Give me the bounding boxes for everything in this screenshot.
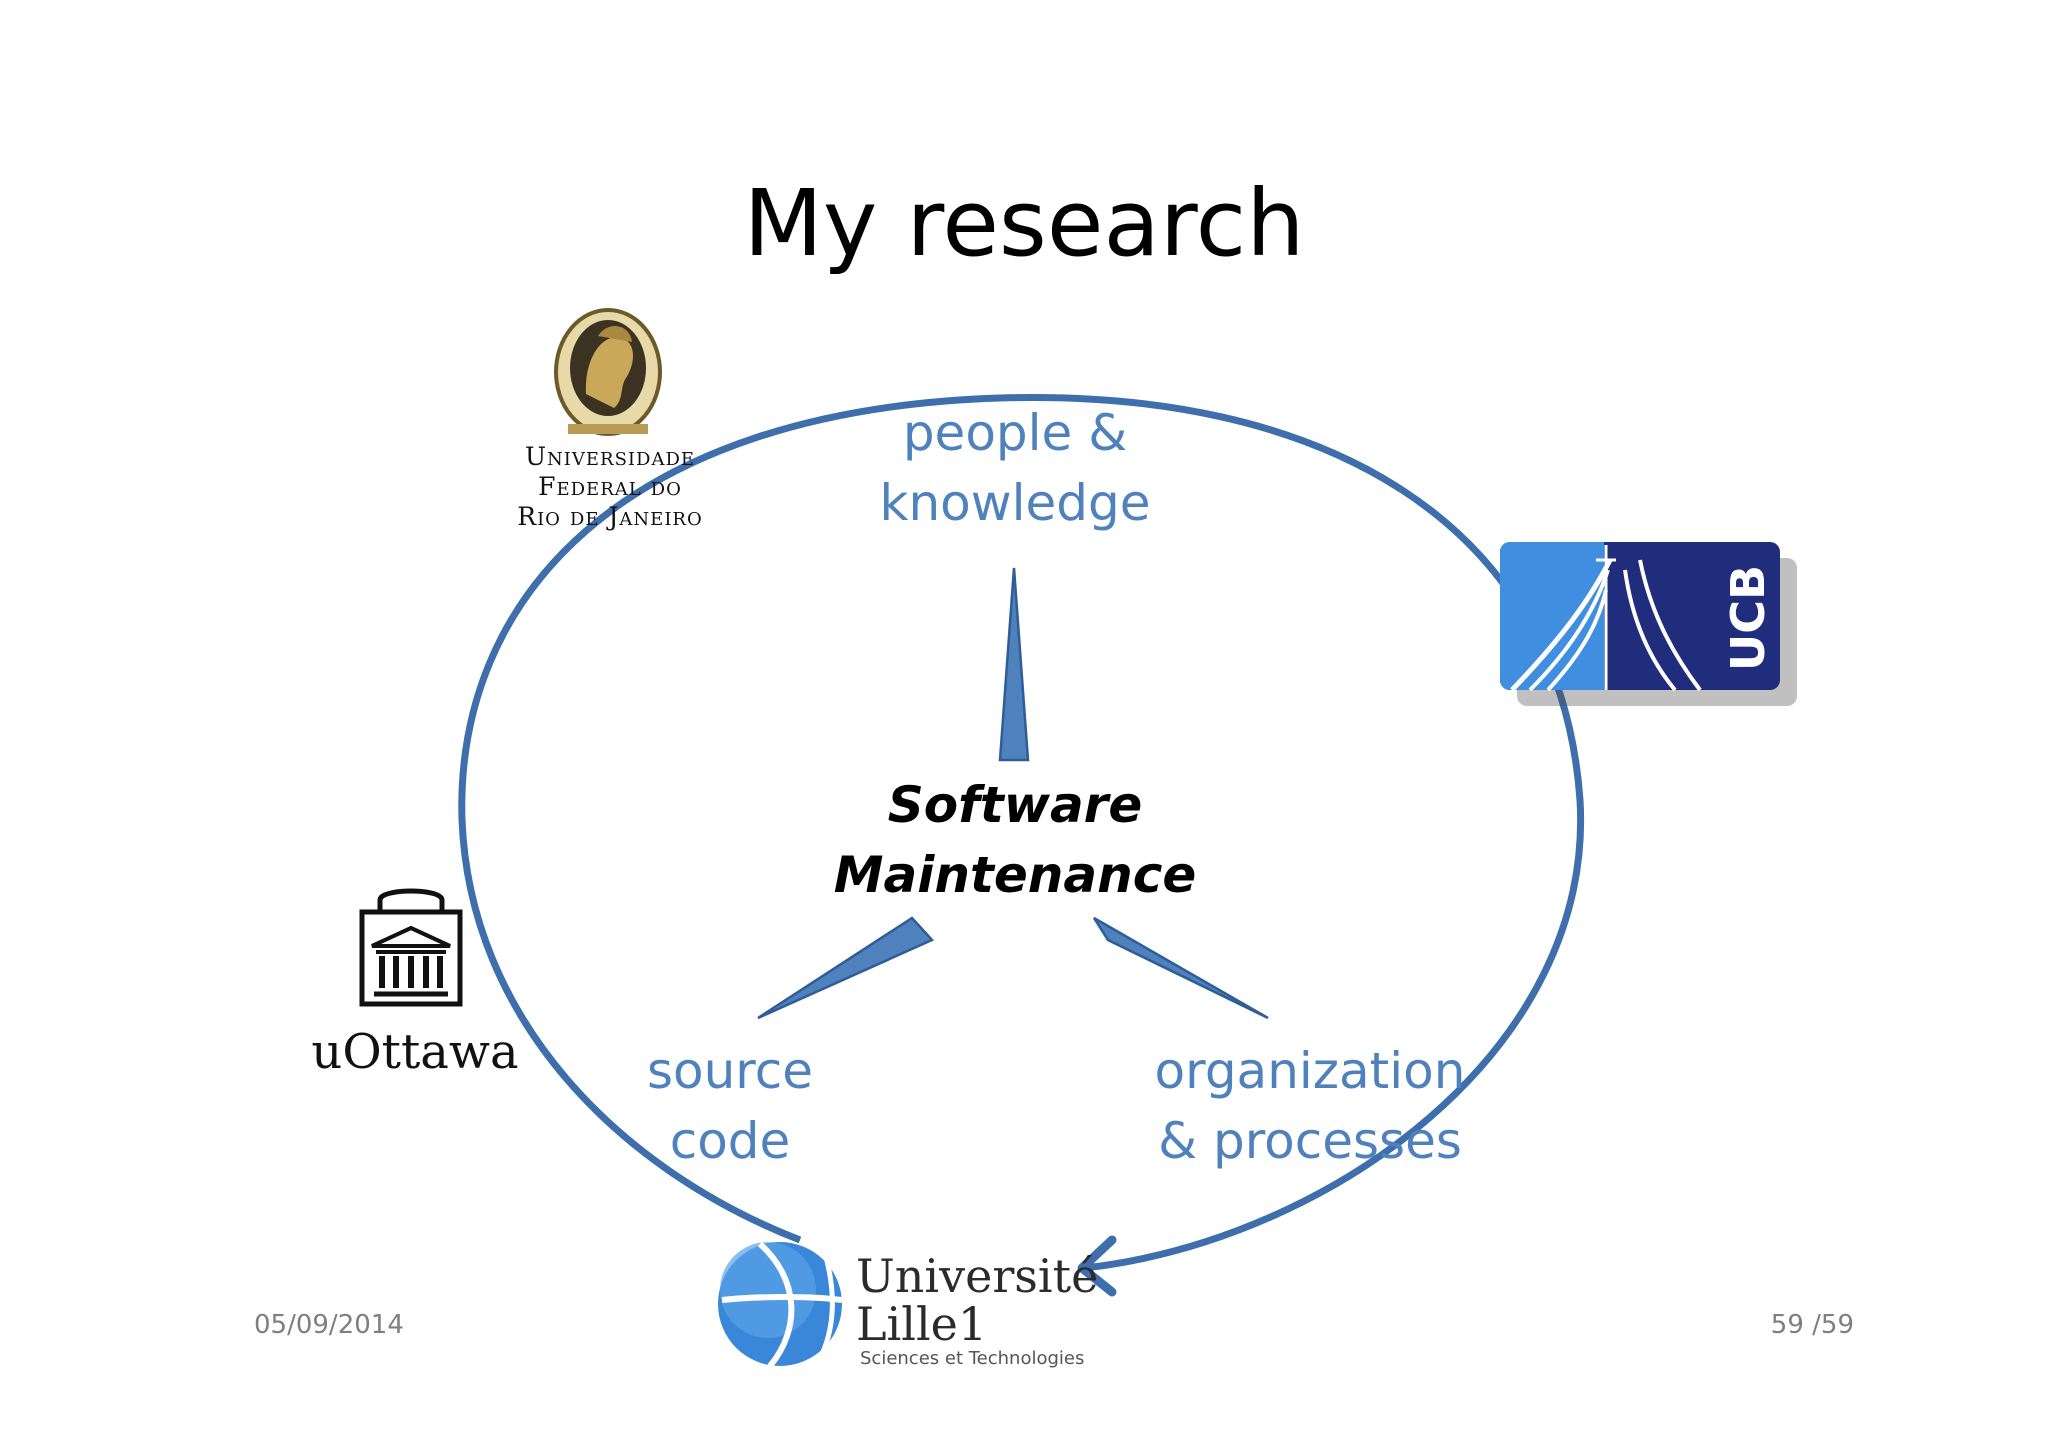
footer-date: 05/09/2014	[254, 1310, 404, 1340]
node-source-code: source code	[600, 1036, 860, 1176]
center-label-line1: Software	[887, 776, 1143, 834]
uottawa-logo-text: uOttawa	[311, 1024, 519, 1080]
ufrj-logo-line2: Federal do	[538, 472, 682, 501]
node-source-code-line1: source	[646, 1042, 814, 1100]
lille-globe-icon	[718, 1241, 843, 1368]
lille-logo-line1: Université	[856, 1249, 1099, 1303]
node-people-knowledge: people & knowledge	[850, 398, 1180, 538]
ufrj-logo-line1: Universidade	[524, 442, 696, 471]
ufrj-emblem	[554, 308, 662, 436]
spike-left	[757, 916, 935, 1020]
ucb-logo-text: UCB	[1721, 564, 1775, 672]
lille-logo: Université Lille1 Sciences et Technologi…	[856, 1252, 1106, 1370]
node-organization-processes: organization & processes	[1130, 1036, 1490, 1176]
uottawa-building-icon	[359, 888, 463, 1007]
spike-right	[1092, 916, 1269, 1020]
node-source-code-line2: code	[669, 1112, 791, 1170]
node-people-knowledge-line1: people &	[902, 404, 1128, 462]
node-organization-processes-line2: & processes	[1158, 1112, 1462, 1170]
lille-logo-line2: Lille1	[856, 1297, 988, 1351]
center-label: Software Maintenance	[820, 770, 1210, 910]
ufrj-logo-line3: Rio de Janeiro	[517, 502, 703, 531]
ufrj-logo: Universidade Federal do Rio de Janeiro	[500, 442, 720, 532]
center-label-line2: Maintenance	[833, 846, 1197, 904]
footer-page-number: 59 /59	[1770, 1310, 1854, 1340]
spike-top	[998, 567, 1030, 762]
cycle-arrow	[458, 393, 1585, 1272]
lille-logo-line3: Sciences et Technologies	[860, 1348, 1085, 1369]
node-organization-processes-line1: organization	[1154, 1042, 1466, 1100]
slide-title: My research	[743, 170, 1305, 277]
cycle-arrowhead	[1077, 1235, 1117, 1297]
node-people-knowledge-line2: knowledge	[879, 474, 1151, 532]
ucb-logo	[1500, 542, 1797, 706]
